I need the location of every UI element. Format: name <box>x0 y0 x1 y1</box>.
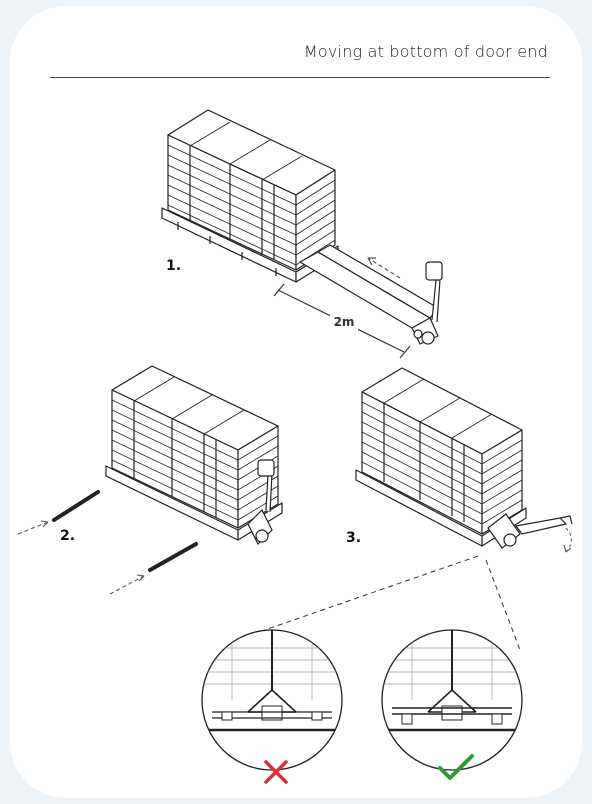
step1-motion-arrow <box>367 257 401 279</box>
step2-rollers <box>52 490 198 572</box>
step1-pallet-jack <box>299 244 443 345</box>
step2-pallet-jack <box>247 459 275 546</box>
step2-arrowheads <box>40 520 145 582</box>
step-3-number: 3. <box>346 530 362 546</box>
title-divider <box>50 77 550 78</box>
detail-correct <box>381 629 523 771</box>
step2-crate <box>105 365 283 541</box>
step-2-number: 2. <box>60 528 76 544</box>
cross-icon <box>264 760 288 784</box>
step2-push-arrows <box>17 521 145 595</box>
distance-label: 2m <box>334 315 355 329</box>
distance-label-bg <box>330 314 358 330</box>
detail-wrong <box>201 629 343 771</box>
check-icon <box>438 754 474 780</box>
page-title: Moving at bottom of door end <box>303 42 548 61</box>
zoom-leader-lines <box>235 555 521 651</box>
step3-pallet-jack <box>487 513 573 549</box>
step-1-number: 1. <box>166 258 182 274</box>
step3-handle-arrow <box>563 527 572 553</box>
